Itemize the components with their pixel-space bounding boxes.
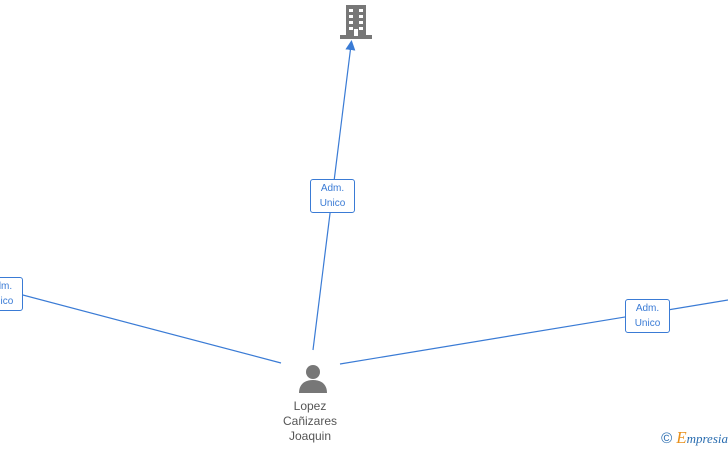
edge-label-company[interactable]: Adm. Unico [310,179,355,213]
brand-initial: E [676,428,687,447]
edge-label-line2: Unico [634,318,661,329]
edge-label-line1: Adm. [320,183,345,194]
company-node[interactable] [339,4,373,40]
edge-label-line1: Adm. [635,303,660,314]
person-name-line2: Cañizares [282,414,338,428]
copyright-icon: © [661,430,673,447]
edge-line-left [0,288,282,364]
edge-label-right[interactable]: Adm. Unico [625,299,670,333]
edge-label-line2: Unico [319,198,346,209]
person-icon [299,365,327,393]
brand-name: mpresia [686,431,728,446]
person-name-line1: Lopez [293,399,327,413]
person-node[interactable] [297,362,329,394]
person-name-line3: Joaquin [288,429,332,443]
building-icon [340,5,372,39]
edge-label-line1: Adm. [0,281,13,292]
empresia-watermark: ©Empresia [661,428,728,448]
person-name-label: Lopez Cañizares Joaquin [260,399,360,444]
edge-label-left[interactable]: Adm. Unico [0,277,23,311]
edge-label-line2: Unico [0,296,14,307]
